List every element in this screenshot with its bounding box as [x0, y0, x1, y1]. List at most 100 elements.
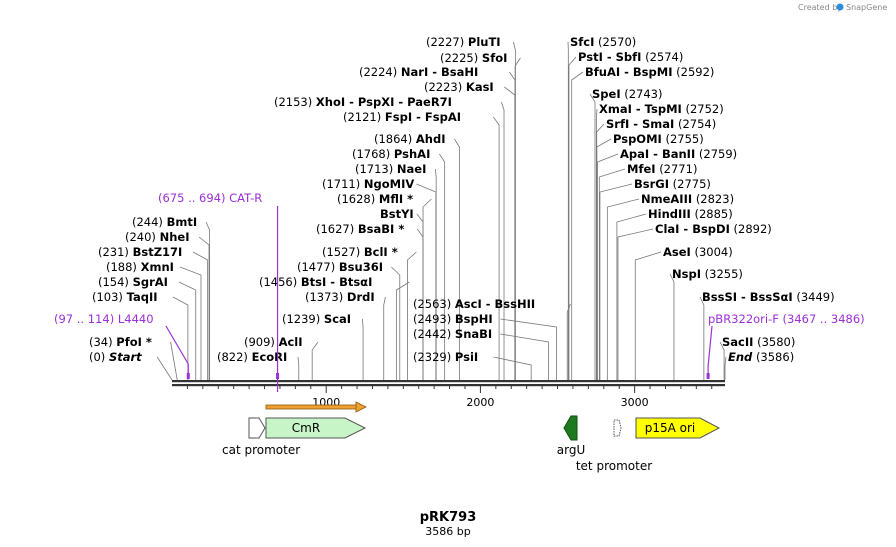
site-kasi[interactable]: (2223) KasI: [424, 80, 494, 94]
site-leader-line: [597, 153, 619, 380]
site-ecori[interactable]: (822) EcoRI: [217, 350, 287, 364]
site-position: (822): [217, 350, 248, 364]
site-name: XmnI: [141, 260, 174, 274]
site-leader-line: [311, 341, 319, 380]
site-bsu36i[interactable]: (1477) Bsu36I: [297, 260, 383, 274]
site-leader-line: [391, 266, 401, 380]
site-ngomiv[interactable]: (1711) NgoMIV: [322, 177, 414, 191]
site-btsi-bts-i[interactable]: (1456) BtsI - BtsαI: [259, 275, 372, 289]
site-position: (1628): [337, 192, 375, 206]
site-fspi-fspai[interactable]: (2121) FspI - FspAI: [343, 110, 461, 124]
site-mfei[interactable]: MfeI (2771): [627, 162, 697, 176]
site-bmti[interactable]: (244) BmtI: [132, 215, 197, 229]
primer-name: CAT-R: [229, 191, 262, 205]
site-leader-line: [606, 198, 640, 380]
site-nari-bsahi[interactable]: (2224) NarI - BsaHI: [359, 65, 478, 79]
feature-cmr[interactable]: CmR: [265, 417, 367, 439]
axis-tick-label: 2000: [466, 396, 494, 409]
site-pfoi[interactable]: (34) PfoI *: [89, 335, 152, 349]
site-bstyi[interactable]: BstYI: [380, 207, 414, 221]
site-xmai-tspmi[interactable]: XmaI - TspMI (2752): [599, 102, 724, 116]
site-position: (2771): [659, 162, 697, 176]
site-scai[interactable]: (1239) ScaI: [282, 312, 351, 326]
site-end[interactable]: End (3586): [728, 350, 794, 364]
svg-text:(231) BstZ17I: (231) BstZ17I: [98, 245, 182, 259]
site-naei[interactable]: (1713) NaeI: [355, 162, 426, 176]
site-position: (2892): [734, 222, 772, 236]
feature-tet-promoter[interactable]: tet promoter: [576, 419, 652, 473]
feature-label-cat-promoter: cat promoter: [222, 443, 300, 457]
site-start[interactable]: (0) Start: [89, 350, 142, 364]
site-leader-line: [699, 296, 705, 380]
svg-text:pBR322ori-F (3467 .. 3486): pBR322ori-F (3467 .. 3486): [708, 312, 865, 326]
site-sacii[interactable]: SacII (3580): [722, 335, 795, 349]
site-psii[interactable]: (2329) PsiI: [413, 350, 478, 364]
site-nspi[interactable]: NspI (3255): [672, 267, 743, 281]
site-position: (2121): [343, 110, 381, 124]
feature-cat-promoter[interactable]: cat promoter: [222, 417, 300, 457]
feature-label-tet-promoter: tet promoter: [576, 459, 652, 473]
site-leader-line: [178, 281, 197, 380]
svg-text:SfcI (2570): SfcI (2570): [570, 35, 636, 49]
primer-l4440[interactable]: (97 .. 114) L4440: [54, 312, 190, 379]
site-position: (1477): [297, 260, 335, 274]
site-name: PstI - SbfI: [578, 50, 641, 64]
svg-text:NmeAIII (2823): NmeAIII (2823): [641, 192, 734, 206]
site-bsphi[interactable]: (2493) BspHI: [413, 312, 493, 326]
site-pspomi[interactable]: PspOMI (2755): [613, 132, 704, 146]
svg-text:(2563) AscI - BssHII: (2563) AscI - BssHII: [413, 297, 535, 311]
site-position: (3004): [694, 245, 732, 259]
site-name: AscI - BssHII: [455, 297, 535, 311]
site-asei[interactable]: AseI (3004): [663, 245, 733, 259]
svg-text:PspOMI (2755): PspOMI (2755): [613, 132, 704, 146]
site-pshai[interactable]: (1768) PshAI: [352, 147, 430, 161]
site-leader-line: [598, 168, 626, 380]
site-xmni[interactable]: (188) XmnI: [106, 260, 174, 274]
site-spei[interactable]: SpeI (2743): [592, 87, 663, 101]
site-sfoi[interactable]: (2225) SfoI: [440, 51, 507, 65]
site-nmeaiii[interactable]: NmeAIII (2823): [641, 192, 734, 206]
site-sfci[interactable]: SfcI (2570): [570, 35, 636, 49]
site-position: (1373): [305, 290, 343, 304]
orf-arrow[interactable]: [265, 401, 367, 413]
site-asci-bsshii[interactable]: (2563) AscI - BssHII: [413, 297, 535, 311]
site-clai-bspdi[interactable]: ClaI - BspDI (2892): [655, 222, 772, 236]
svg-text:(244) BmtI: (244) BmtI: [132, 215, 197, 229]
site-drdi[interactable]: (1373) DrdI: [305, 290, 375, 304]
site-xhoi-pspxi-paer7i[interactable]: (2153) XhoI - PspXI - PaeR7I: [274, 95, 452, 109]
sequence-backbone: [172, 380, 725, 387]
snapgene-brand: Created by SnapGene: [798, 3, 887, 12]
site-position: (2743): [624, 87, 662, 101]
feature-p15a-ori[interactable]: p15A ori: [635, 417, 721, 439]
site-position: (240): [125, 230, 156, 244]
site-bsrgi[interactable]: BsrGI (2775): [634, 177, 711, 191]
site-bstz17i[interactable]: (231) BstZ17I: [98, 245, 182, 259]
site-leader-line: [509, 71, 516, 380]
site-pluti[interactable]: (2227) PluTI: [426, 35, 501, 49]
site-srfi-smai[interactable]: SrfI - SmaI (2754): [606, 117, 716, 131]
site-apai-banii[interactable]: ApaI - BanII (2759): [620, 147, 737, 161]
site-sgrai[interactable]: (154) SgrAI: [98, 275, 168, 289]
site-position: (103): [92, 290, 123, 304]
site-position: (3586): [756, 350, 794, 364]
feature-argu[interactable]: argU: [557, 415, 585, 457]
primer-cat-r[interactable]: (675 .. 694) CAT-R: [158, 191, 280, 392]
svg-text:BfuAI - BspMI (2592): BfuAI - BspMI (2592): [585, 65, 714, 79]
site-psti-sbfi[interactable]: PstI - SbfI (2574): [578, 50, 683, 64]
svg-text:(2442) SnaBI: (2442) SnaBI: [413, 327, 492, 341]
site-bsssi-bsss-i[interactable]: BssSI - BssSαI (3449): [702, 290, 835, 304]
site-bsabi[interactable]: (1627) BsaBI *: [316, 222, 404, 236]
site-snabi[interactable]: (2442) SnaBI: [413, 327, 492, 341]
site-lines: [156, 41, 727, 381]
primer-pbr322ori-f[interactable]: pBR322ori-F (3467 .. 3486): [706, 312, 865, 379]
site-position: (3580): [757, 335, 795, 349]
site-mfli[interactable]: (1628) MflI *: [337, 192, 413, 206]
site-taqii[interactable]: (103) TaqII: [92, 290, 158, 304]
site-hindiii[interactable]: HindIII (2885): [648, 207, 733, 221]
site-nhei[interactable]: (240) NheI: [125, 230, 189, 244]
site-bcli[interactable]: (1527) BclI *: [322, 245, 398, 259]
site-bfuai-bspmi[interactable]: BfuAI - BspMI (2592): [585, 65, 714, 79]
site-acli[interactable]: (909) AclI: [244, 335, 303, 349]
site-position: (3449): [796, 290, 834, 304]
site-ahdi[interactable]: (1864) AhdI: [374, 132, 446, 146]
